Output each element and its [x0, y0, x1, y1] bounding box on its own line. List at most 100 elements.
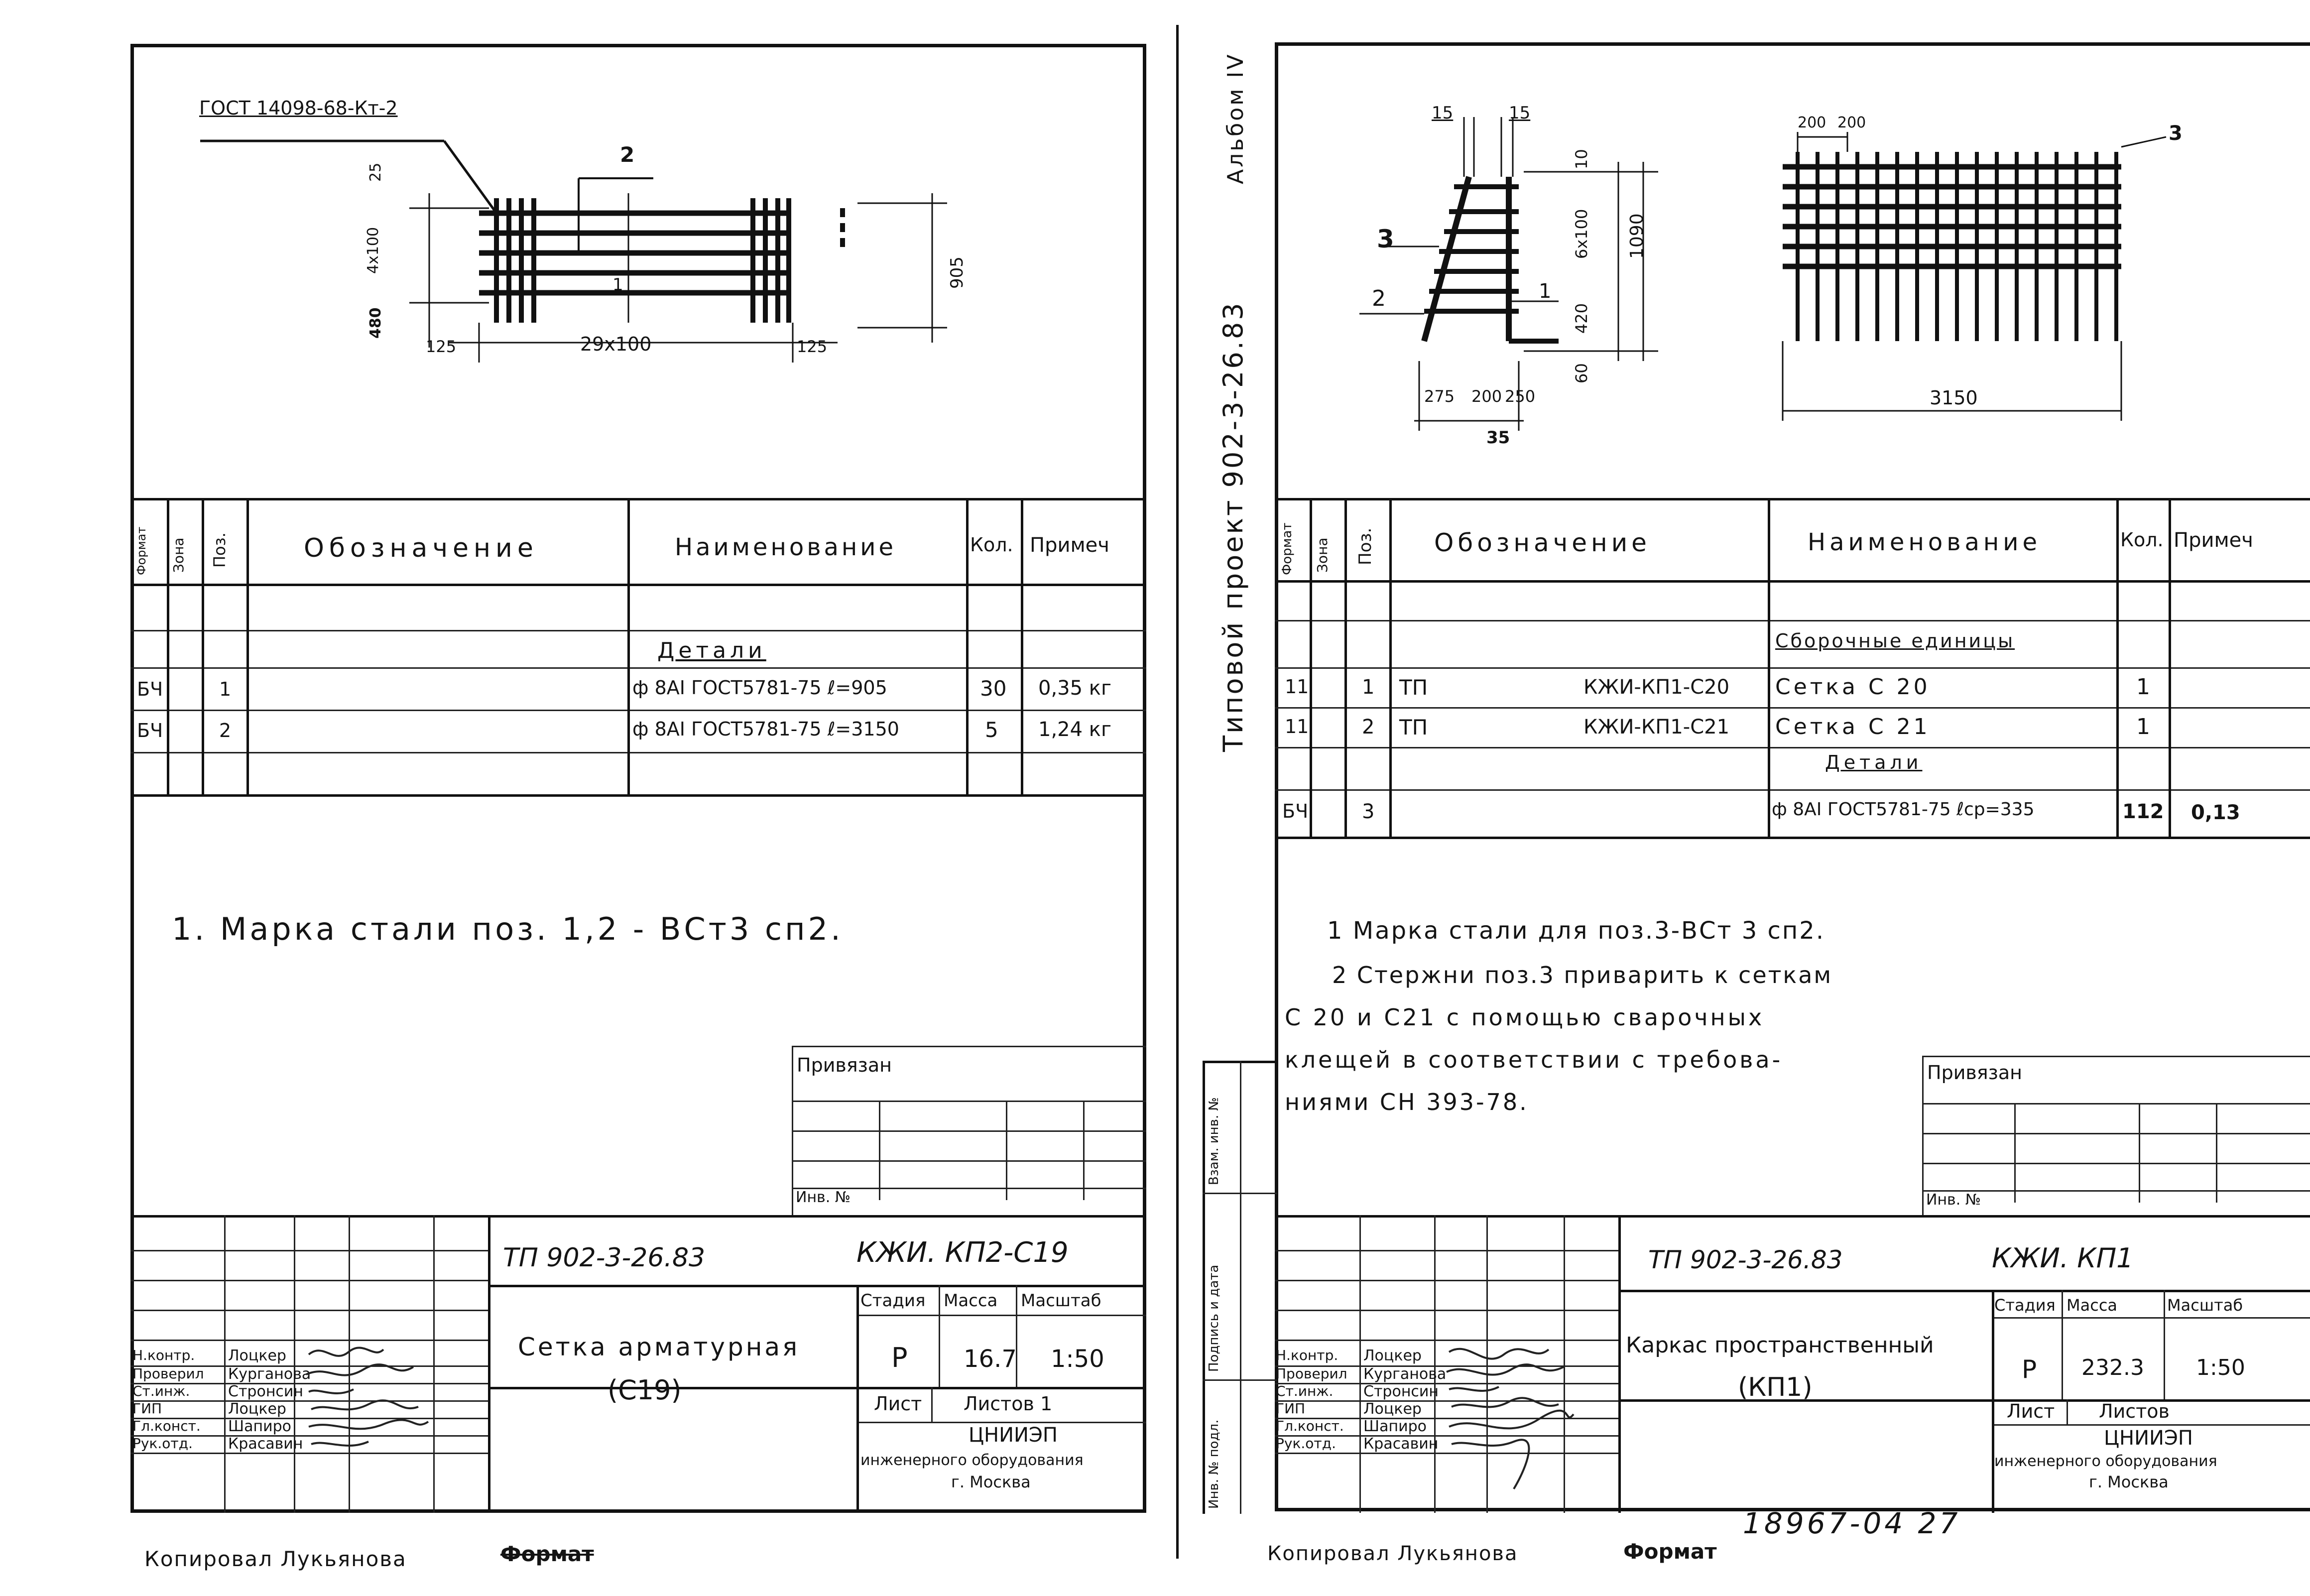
left-pos-label-1: 1 — [612, 275, 623, 295]
right-hdr-note: Примеч — [2174, 529, 2253, 552]
right-note-3: С 20 и С21 с помощью сварочных — [1285, 1004, 1765, 1031]
right-hdr-name: Наименование — [1808, 528, 2042, 556]
left-section-details: Детали — [657, 638, 766, 663]
left-row1-qty: 30 — [980, 676, 1007, 701]
right-name-2: Стронсин — [1363, 1383, 1439, 1400]
left-sheet-frame — [130, 44, 1146, 1513]
right-stamp-org2: инженерного оборудования — [1994, 1453, 2217, 1470]
right-note-2: 2 Стержни поз.3 приварить к сеткам — [1332, 962, 1833, 988]
left-mesh-drawing — [200, 139, 947, 363]
right-stamp-sheets-label: Листов — [2099, 1400, 2170, 1422]
left-role-3: ГИП — [132, 1400, 162, 1417]
left-stamp-sheet-label: Лист — [874, 1393, 922, 1415]
left-note-1: 1. Марка стали поз. 1,2 - ВСт3 сп2. — [172, 911, 844, 947]
right-row3-pos: 3 — [1362, 800, 1375, 823]
right-role-2: Ст.инж. — [1276, 1383, 1334, 1399]
r-dim-35: 35 — [1486, 428, 1510, 448]
left-hdr-note: Примеч — [1030, 534, 1109, 557]
left-role-2: Ст.инж. — [132, 1383, 190, 1399]
right-stamp-title2: (КП1) — [1738, 1372, 1813, 1402]
r-dim-200a: 200 — [1798, 114, 1826, 131]
right-stamp-org3: г. Москва — [2089, 1473, 2169, 1491]
right-stamp-code: КЖИ. КП1 — [1992, 1242, 2134, 1274]
right-note-4: клещей в соответствии с требова- — [1285, 1046, 1783, 1073]
right-section-details: Детали — [1825, 751, 1923, 773]
left-pos-label-2: 2 — [620, 142, 635, 167]
right-row1-doc1: ТП — [1399, 675, 1428, 700]
right-name-1: Курганова — [1363, 1365, 1447, 1383]
left-dim-480: 480 — [367, 307, 384, 339]
left-stamp-org3: г. Москва — [951, 1473, 1031, 1491]
left-row2-note: 1,24 кг — [1038, 718, 1111, 741]
left-row2-name: ф 8АI ГОСТ5781-75 ℓ=3150 — [632, 718, 899, 740]
right-signatures — [1446, 1348, 1575, 1490]
right-hdr-zone: Зона — [1314, 537, 1331, 573]
left-stamp-code: КЖИ. КП2-С19 — [856, 1236, 1069, 1269]
right-cage-drawing — [1359, 117, 2167, 431]
left-role-5: Рук.отд. — [132, 1435, 193, 1452]
left-name-4: Шапиро — [228, 1418, 291, 1435]
left-row1-note: 0,35 кг — [1038, 677, 1111, 700]
left-name-0: Лоцкер — [228, 1347, 286, 1364]
right-row3-qty: 112 — [2122, 800, 2164, 823]
left-stamp-mass: 16.7 — [964, 1345, 1017, 1373]
left-row2-format: БЧ — [137, 720, 163, 741]
left-stamp-org1: ЦНИИЭП — [969, 1424, 1058, 1447]
left-stamp-title1: Сетка арматурная — [518, 1333, 800, 1361]
right-hdr-format: Формат — [1280, 522, 1295, 576]
right-name-4: Шапиро — [1363, 1418, 1427, 1435]
side-stamp-replace: Взам. инв. № — [1207, 1097, 1221, 1185]
right-stamp-project: ТП 902-3-26.83 — [1648, 1245, 1843, 1274]
r-dim-60: 60 — [1572, 363, 1591, 383]
left-signatures — [306, 1347, 429, 1447]
right-stamp-sheet-label: Лист — [2007, 1400, 2055, 1422]
right-role-5: Рук.отд. — [1276, 1435, 1336, 1452]
right-role-0: Н.контр. — [1276, 1347, 1338, 1363]
left-inv-label: Инв. № — [796, 1189, 851, 1206]
right-handwritten-number: 18967-04 27 — [1743, 1506, 1961, 1540]
side-stamp-signature: Подпись и дата — [1207, 1264, 1221, 1372]
right-row2-pos: 2 — [1362, 716, 1375, 738]
right-role-3: ГИП — [1276, 1400, 1306, 1417]
left-row1-name: ф 8АI ГОСТ5781-75 ℓ=905 — [632, 677, 887, 699]
left-stamp-sheets-label: Листов 1 — [964, 1393, 1053, 1415]
left-stamp-title2: (С19) — [608, 1374, 682, 1406]
right-inv-label: Инв. № — [1926, 1191, 1981, 1209]
right-stamp-org1: ЦНИИЭП — [2104, 1427, 2193, 1450]
right-row3-name: ф 8АI ГОСТ5781-75 ℓср=335 — [1772, 799, 2035, 820]
left-privyazan-label: Привязан — [797, 1054, 892, 1076]
right-row1-name: Сетка С 20 — [1775, 674, 1931, 700]
right-row3-format: БЧ — [1282, 800, 1309, 822]
right-row2-name: Сетка С 21 — [1775, 714, 1931, 739]
right-row3-note: 0,13 — [2191, 801, 2240, 824]
right-hdr-pos: Поз. — [1355, 527, 1375, 565]
left-footer-copied: Копировал Лукьянова — [144, 1547, 407, 1571]
left-dim-span: 29х100 — [580, 333, 652, 355]
right-privyazan-label: Привязан — [1927, 1062, 2022, 1084]
left-footer-format: Формат — [500, 1542, 594, 1566]
right-name-3: Лоцкер — [1363, 1400, 1422, 1418]
right-hdr-designation: Обозначение — [1434, 528, 1651, 557]
left-hdr-format: Формат — [134, 526, 148, 575]
right-role-4: Гл.конст. — [1276, 1418, 1344, 1434]
r-dim-1090: 1090 — [1627, 213, 1647, 259]
left-dim-25: 25 — [367, 162, 384, 182]
right-footer-format: Формат — [1623, 1539, 1717, 1564]
right-stamp-stage: Р — [2022, 1355, 2037, 1384]
right-stamp-scale: 1:50 — [2196, 1355, 2245, 1380]
left-stamp-mass-label: Масса — [944, 1291, 998, 1311]
side-stamp-inv: Инв. № подл. — [1207, 1419, 1221, 1509]
left-role-4: Гл.конст. — [132, 1418, 201, 1434]
right-sheet-frame — [1275, 42, 2310, 1511]
left-dim-905: 905 — [947, 256, 967, 289]
left-role-0: Н.контр. — [132, 1347, 195, 1363]
r-dim-250: 250 — [1505, 387, 1536, 406]
right-name-5: Красавин — [1363, 1435, 1439, 1453]
r-label-3a: 3 — [1377, 225, 1394, 253]
left-dim-125a: 125 — [426, 337, 457, 356]
r-dim-10: 10 — [1572, 149, 1591, 169]
right-row1-qty: 1 — [2136, 674, 2150, 700]
right-row1-doc2: КЖИ-КП1-С20 — [1583, 676, 1730, 699]
r-dim-200: 200 — [1471, 387, 1502, 406]
left-dim-125b: 125 — [797, 337, 828, 356]
